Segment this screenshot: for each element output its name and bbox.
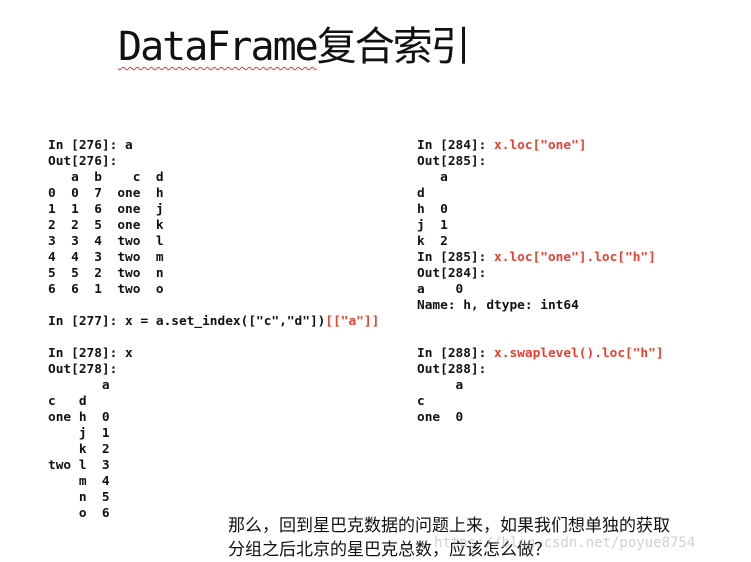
caption-line-1: 那么，回到星巴克数据的问题上来，如果我们想单独的获取 [228, 516, 670, 536]
watermark: https://blog.csdn.net/poyue8754 [434, 535, 696, 551]
code-line: In [277]: x = a.set_index(["c","d"])[["a… [48, 314, 379, 330]
code-line: Out[288]: [417, 362, 664, 378]
code-text: d [417, 186, 425, 201]
code-highlight: x.loc["one"].loc["h"] [494, 250, 656, 265]
code-highlight: x.swaplevel().loc["h"] [494, 346, 664, 361]
code-text: a [48, 378, 110, 393]
code-text: 0 0 7 one h [48, 186, 164, 201]
code-line: 1 1 6 one j [48, 202, 379, 218]
code-text: 2 2 5 one k [48, 218, 164, 233]
code-text: Out[288]: [417, 362, 487, 377]
slide-title: DataFrame复合索引 [118, 14, 471, 72]
code-line: Out[276]: [48, 154, 379, 170]
code-line: k 2 [48, 442, 379, 458]
code-text: j 1 [48, 426, 110, 441]
code-text: 4 4 3 two m [48, 250, 164, 265]
code-line: In [278]: x [48, 346, 379, 362]
title-latin: DataFrame [118, 24, 319, 70]
code-line: one h 0 [48, 410, 379, 426]
code-text: a b c d [48, 170, 164, 185]
question-caption: 那么，回到星巴克数据的问题上来，如果我们想单独的获取 分组之后北京的星巴克总数，… [228, 514, 670, 562]
title-cjk: 复合索引 [316, 24, 471, 70]
code-line: a [417, 378, 664, 394]
code-text: In [278]: x [48, 346, 133, 361]
code-line: one 0 [417, 410, 664, 426]
code-text: c d [48, 394, 87, 409]
code-text: 1 1 6 one j [48, 202, 164, 217]
code-text: o 6 [48, 506, 110, 521]
code-text: n 5 [48, 490, 110, 505]
code-line: In [285]: x.loc["one"].loc["h"] [417, 250, 664, 266]
code-line: Out[285]: [417, 154, 664, 170]
code-line: j 1 [417, 218, 664, 234]
code-line: k 2 [417, 234, 664, 250]
code-text: c [417, 394, 425, 409]
code-highlight: [["a"]] [325, 314, 380, 329]
code-line: 0 0 7 one h [48, 186, 379, 202]
code-text: j 1 [417, 218, 448, 233]
code-line: j 1 [48, 426, 379, 442]
code-line: 5 5 2 two n [48, 266, 379, 282]
code-text: one 0 [417, 410, 464, 425]
code-text: a 0 [417, 282, 464, 297]
code-line: 3 3 4 two l [48, 234, 379, 250]
code-text: 3 3 4 two l [48, 234, 164, 249]
code-line: 2 2 5 one k [48, 218, 379, 234]
code-text: 5 5 2 two n [48, 266, 164, 281]
code-line: 6 6 1 two o [48, 282, 379, 298]
code-line: m 4 [48, 474, 379, 490]
code-text: Out[276]: [48, 154, 118, 169]
code-text: In [284]: [417, 138, 495, 153]
code-line: d [417, 186, 664, 202]
code-text: a [417, 170, 448, 185]
code-text: Out[278]: [48, 362, 118, 377]
code-text: In [277]: x = a.set_index(["c","d"]) [48, 314, 326, 329]
code-line: n 5 [48, 490, 379, 506]
code-line: o 6 [48, 506, 379, 522]
code-line: In [288]: x.swaplevel().loc["h"] [417, 346, 664, 362]
code-line: In [276]: a [48, 138, 379, 154]
code-text: two l 3 [48, 458, 110, 473]
code-line: Out[284]: [417, 266, 664, 282]
code-line [48, 298, 379, 314]
code-line: a [48, 378, 379, 394]
code-line [417, 314, 664, 330]
code-line: In [284]: x.loc["one"] [417, 138, 664, 154]
code-text: Name: h, dtype: int64 [417, 298, 579, 313]
code-text: 6 6 1 two o [48, 282, 164, 297]
code-text: Out[285]: [417, 154, 487, 169]
code-line: 4 4 3 two m [48, 250, 379, 266]
code-line: Name: h, dtype: int64 [417, 298, 664, 314]
code-text: In [288]: [417, 346, 495, 361]
code-text: k 2 [48, 442, 110, 457]
code-text: In [285]: [417, 250, 495, 265]
code-line: c d [48, 394, 379, 410]
code-text: one h 0 [48, 410, 110, 425]
code-line: h 0 [417, 202, 664, 218]
code-highlight: x.loc["one"] [494, 138, 587, 153]
code-text: Out[284]: [417, 266, 487, 281]
code-text: m 4 [48, 474, 110, 489]
code-text: h 0 [417, 202, 448, 217]
caption-line-2: 分组之后北京的星巴克总数，应该怎么做？ [228, 540, 551, 560]
code-line [417, 330, 664, 346]
code-line: a [417, 170, 664, 186]
code-text: In [276]: a [48, 138, 133, 153]
code-line: two l 3 [48, 458, 379, 474]
code-text: a [417, 378, 464, 393]
code-line: c [417, 394, 664, 410]
code-text: k 2 [417, 234, 448, 249]
code-line: a 0 [417, 282, 664, 298]
code-line: a b c d [48, 170, 379, 186]
code-line: Out[278]: [48, 362, 379, 378]
code-line [48, 330, 379, 346]
